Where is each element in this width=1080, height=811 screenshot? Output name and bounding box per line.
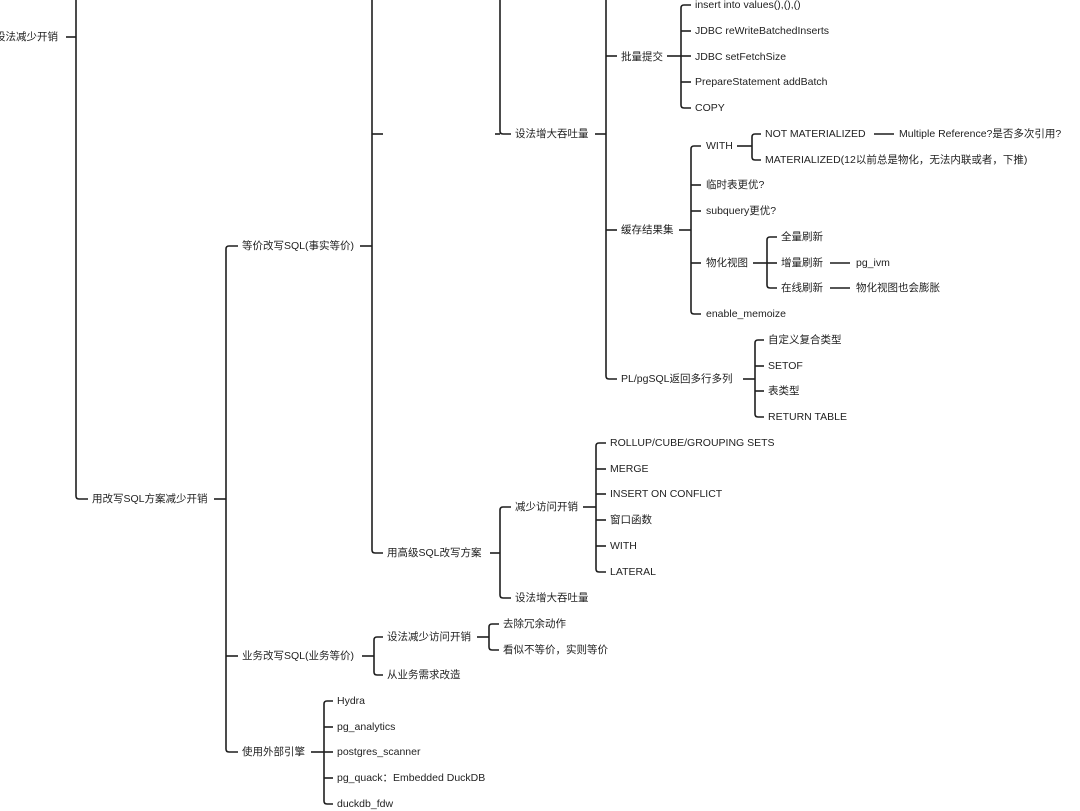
node-advanced-sql: 用高级SQL改写方案 xyxy=(386,546,483,560)
node-window-fn: 窗口函数 xyxy=(609,513,653,527)
node-plpgsql-return: PL/pgSQL返回多行多列 xyxy=(620,372,734,386)
node-full-refresh: 全量刷新 xyxy=(780,230,824,244)
node-external-engine: 使用外部引擎 xyxy=(241,745,306,759)
node-mat-view: 物化视图 xyxy=(705,256,749,270)
node-reduce-access: 减少访问开销 xyxy=(514,500,579,514)
connector-12 xyxy=(499,0,511,135)
node-from-biz: 从业务需求改造 xyxy=(386,668,462,682)
connector-9 xyxy=(371,0,383,554)
node-insert-conflict: INSERT ON CONFLICT xyxy=(609,487,724,501)
node-not-materialized: NOT MATERIALIZED xyxy=(764,127,867,141)
node-lateral: LATERAL xyxy=(609,565,657,579)
node-remove-redundant: 去除冗余动作 xyxy=(502,617,567,631)
node-temp-table: 临时表更优? xyxy=(705,178,766,192)
node-batch-submit: 批量提交 xyxy=(620,50,664,64)
node-hydra: Hydra xyxy=(336,694,367,708)
node-jdbc-rewrite: JDBC reWriteBatchedInserts xyxy=(694,24,831,38)
node-increase-throughput-b: 设法增大吞吐量 xyxy=(514,591,590,605)
connector-37 xyxy=(754,339,764,418)
node-equiv-rewrite: 等价改写SQL(事实等价) xyxy=(241,239,356,253)
connector-49 xyxy=(373,636,383,676)
node-postgres-scanner: postgres_scanner xyxy=(336,745,422,759)
connector-24 xyxy=(690,145,701,315)
node-materialized: MATERIALIZED(12以前总是物化，无法内联或者，下推) xyxy=(764,153,1029,167)
node-pg-quack: pg_quack：Embedded DuckDB xyxy=(336,771,487,785)
node-table-type: 表类型 xyxy=(767,384,801,398)
node-root: 设法减少开销 xyxy=(0,30,59,44)
connector-17 xyxy=(605,0,617,380)
node-rewrite-sql: 用改写SQL方案减少开销 xyxy=(91,492,209,506)
node-insert-values: insert into values(),(),() xyxy=(694,0,802,12)
node-online-refresh: 在线刷新 xyxy=(780,281,824,295)
node-cache-result: 缓存结果集 xyxy=(620,223,675,237)
node-incr-refresh: 增量刷新 xyxy=(780,256,824,270)
node-pg-analytics: pg_analytics xyxy=(336,720,397,734)
node-seemingly-unequal: 看似不等价，实则等价 xyxy=(502,643,609,657)
node-setof: SETOF xyxy=(767,359,804,373)
node-merge: MERGE xyxy=(609,462,650,476)
connector-41 xyxy=(499,506,511,599)
connector-51 xyxy=(488,623,499,651)
node-with-a: WITH xyxy=(705,139,734,153)
node-return-table: RETURN TABLE xyxy=(767,410,848,424)
node-prepare-batch: PrepareStatement addBatch xyxy=(694,75,829,89)
node-duckdb-fdw: duckdb_fdw xyxy=(336,797,395,811)
node-enable-memoize: enable_memoize xyxy=(705,307,787,321)
node-biz-rewrite: 业务改写SQL(业务等价) xyxy=(241,649,356,663)
node-with-b: WITH xyxy=(609,539,638,553)
node-rollup: ROLLUP/CUBE/GROUPING SETS xyxy=(609,436,776,450)
node-copy: COPY xyxy=(694,101,726,115)
connector-4 xyxy=(225,245,238,753)
connector-43 xyxy=(595,442,606,573)
node-multiple-ref: Multiple Reference?是否多次引用? xyxy=(898,127,1063,141)
node-pg-ivm: pg_ivm xyxy=(855,256,891,270)
node-custom-type: 自定义复合类型 xyxy=(767,333,843,347)
node-subquery: subquery更优? xyxy=(705,204,778,218)
node-increase-throughput: 设法增大吞吐量 xyxy=(514,127,590,141)
connector-2 xyxy=(75,0,88,500)
node-reduce-access-b: 设法减少访问开销 xyxy=(386,630,472,644)
node-mv-bloat: 物化视图也会膨胀 xyxy=(855,281,941,295)
connector-29 xyxy=(751,133,761,161)
node-jdbc-fetch: JDBC setFetchSize xyxy=(694,50,788,64)
